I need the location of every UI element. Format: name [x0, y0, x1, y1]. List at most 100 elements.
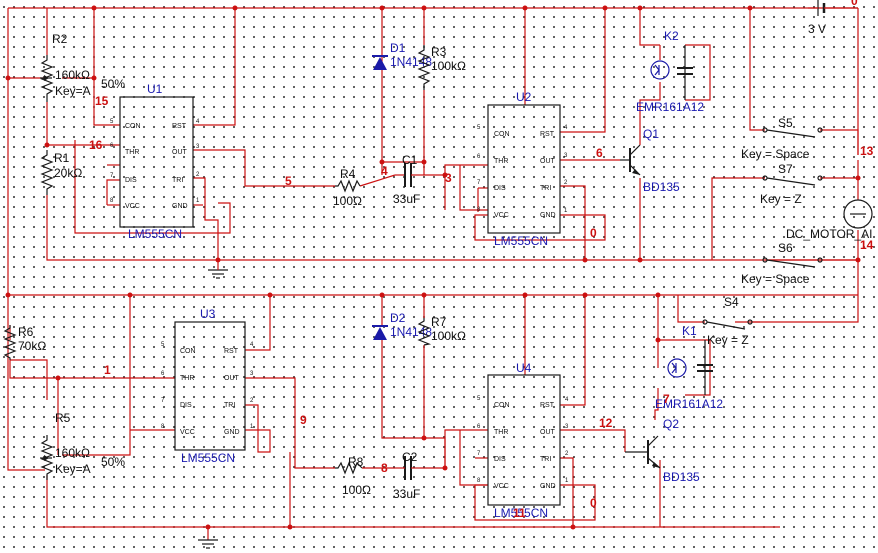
svg-text:3: 3 [250, 371, 254, 377]
svg-text:1: 1 [565, 478, 569, 484]
resistor-r3-icon[interactable] [417, 45, 431, 90]
u2-pin-thr: THR [494, 158, 508, 165]
c2-value: 33uF [393, 487, 420, 501]
r5-key: Key=A [55, 462, 91, 476]
u2-ref: U2 [516, 90, 532, 104]
u1-pin-dis: DIS [125, 177, 137, 184]
relay-k2-icon[interactable] [650, 45, 693, 100]
svg-text:7: 7 [477, 180, 481, 186]
u4-pin-con: CON [494, 402, 510, 409]
motor-label: DC_MOTOR_AI [786, 227, 872, 241]
r2-percent: 50% [101, 77, 125, 91]
u4-model: LM555CN [494, 506, 548, 520]
potentiometer-r5-icon[interactable] [40, 435, 54, 480]
capacitor-c2-icon[interactable] [395, 456, 420, 480]
u1-pin-rst: RST [172, 123, 187, 130]
svg-text:3: 3 [196, 144, 200, 150]
s7-ref: S7 [778, 162, 793, 176]
svg-text:7: 7 [477, 451, 481, 457]
r3-value: 100kΩ [431, 59, 466, 73]
svg-text:2: 2 [564, 180, 568, 186]
r6-value: 70kΩ [18, 339, 46, 353]
s7-key: Key = Z [760, 192, 802, 206]
resistor-r4-icon[interactable] [335, 179, 361, 193]
q2-ref: Q2 [663, 417, 679, 431]
u3-ref: U3 [200, 307, 216, 321]
svg-text:7: 7 [161, 398, 165, 404]
svg-text:6: 6 [161, 371, 165, 377]
resistor-r1-icon[interactable] [40, 150, 54, 195]
ground-icon [198, 539, 218, 549]
svg-text:2: 2 [196, 172, 200, 178]
battery-icon[interactable] [808, 0, 858, 16]
transistor-q1-icon[interactable] [620, 144, 641, 176]
transistor-q2-icon[interactable] [625, 435, 661, 469]
k1-model: EMR161A12 [655, 397, 723, 411]
q2-model: BD135 [663, 470, 700, 484]
svg-text:8: 8 [477, 207, 481, 213]
d1-ref: D1 [390, 41, 406, 55]
u1-pin-vcc: VCC [125, 203, 140, 210]
q1-ref: Q1 [643, 127, 659, 141]
motor-icon[interactable] [843, 199, 873, 229]
c2-ref: C2 [402, 450, 418, 464]
switch-s5-icon[interactable] [762, 127, 823, 138]
u4-pin-rst: RST [540, 402, 555, 409]
resistor-r8-icon[interactable] [335, 461, 363, 475]
switch-s6-icon[interactable] [762, 257, 823, 268]
net-label-9: 9 [300, 413, 307, 427]
r5-percent: 50% [101, 455, 125, 469]
net-label-12: 12 [599, 416, 613, 430]
d2-model: 1N4148 [390, 325, 432, 339]
r4-ref: R4 [340, 167, 356, 181]
u3-pin-dis: DIS [180, 402, 192, 409]
relay-k1-icon[interactable] [667, 340, 713, 395]
u4-pin-tri: TRI [540, 456, 551, 463]
net-label-supply: 0 [851, 0, 858, 8]
u4-pin-vcc: VCC [494, 483, 509, 490]
u2-model: LM555CN [494, 234, 548, 248]
r1-ref: R1 [54, 151, 70, 165]
q1-model: BD135 [643, 180, 680, 194]
resistor-r6-icon[interactable] [3, 325, 17, 360]
diode-d2-icon[interactable] [372, 325, 388, 340]
s5-key: Key = Space [741, 147, 810, 161]
s6-key: Key = Space [741, 272, 810, 286]
u3-pin-thr: THR [180, 375, 194, 382]
timer-u2-icon[interactable]: 5 6 7 8 4 3 2 1 [477, 104, 568, 234]
timer-u1-icon[interactable]: 5 6 7 8 4 3 2 1 [110, 96, 200, 228]
net-label-5: 5 [285, 174, 292, 188]
svg-text:2: 2 [250, 398, 254, 404]
u3-pin-gnd: GND [224, 429, 240, 436]
net-label-8: 8 [381, 461, 388, 475]
battery-voltage: 3 V [808, 22, 826, 36]
s5-ref: S5 [778, 116, 793, 130]
net-label-14: 14 [860, 238, 874, 252]
svg-text:4: 4 [564, 125, 568, 131]
diode-d1-icon[interactable] [372, 55, 388, 70]
u1-pin-tri: TRI [172, 177, 183, 184]
u4-pin-gnd: GND [540, 483, 556, 490]
net-label-4: 4 [381, 164, 388, 178]
svg-text:1: 1 [196, 198, 200, 204]
timer-u4-icon[interactable]: 5 6 7 8 4 3 2 1 [477, 374, 569, 506]
c1-ref: C1 [402, 153, 418, 167]
switch-s7-icon[interactable] [762, 175, 823, 186]
svg-text:4: 4 [565, 397, 569, 403]
r2-key: Key=A [55, 84, 91, 98]
svg-text:3: 3 [565, 424, 569, 430]
u3-pin-rst: RST [224, 348, 239, 355]
timer-u3-icon[interactable]: 5 6 7 8 4 3 2 1 [161, 321, 254, 451]
svg-text:5: 5 [477, 125, 481, 131]
svg-text:8: 8 [477, 478, 481, 484]
resistor-r7-icon[interactable] [417, 318, 432, 346]
u4-pin-thr: THR [494, 429, 508, 436]
switch-s4-icon[interactable] [702, 319, 753, 330]
svg-text:1: 1 [250, 424, 254, 430]
u3-pin-vcc: VCC [180, 429, 195, 436]
potentiometer-r2-icon[interactable] [40, 55, 54, 102]
capacitor-c1-icon[interactable] [395, 163, 424, 187]
r6-ref: R6 [18, 325, 34, 339]
